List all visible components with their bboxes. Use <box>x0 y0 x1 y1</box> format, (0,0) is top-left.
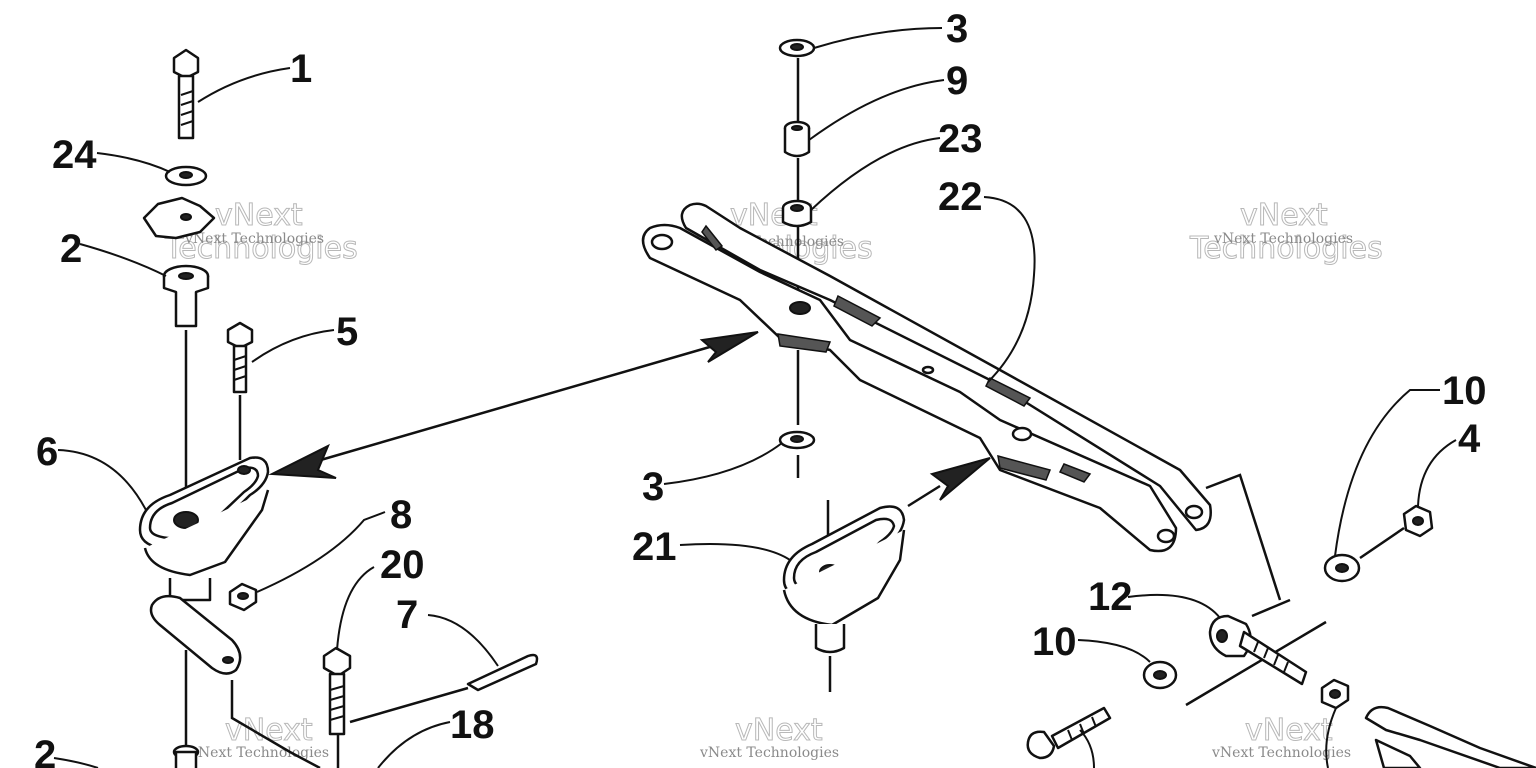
callout-number: 3 <box>946 7 968 51</box>
callout-number: 1 <box>290 47 312 91</box>
direction-arrow <box>268 331 759 479</box>
callout-number: 23 <box>938 117 983 161</box>
watermark-word: vNext <box>1240 198 1328 233</box>
pivot-plate-part-6 <box>138 456 270 675</box>
watermark-text: vNext Technologies <box>189 745 329 761</box>
bushing-part-2 <box>162 264 210 328</box>
callout-number: 12 <box>1088 575 1133 619</box>
callout-number: 5 <box>336 310 358 354</box>
callout-number: 3 <box>642 465 664 509</box>
nut-part-4 <box>1402 504 1434 538</box>
bolt-part-5 <box>226 321 254 460</box>
washer-part-24 <box>164 165 208 187</box>
bolt-part-1 <box>172 48 200 140</box>
callout-number: 24 <box>52 133 97 177</box>
direction-arrow <box>907 457 991 508</box>
washer-part-3-top <box>778 38 816 58</box>
watermark-word: vNext <box>735 713 823 748</box>
right-assembly <box>1026 473 1536 768</box>
callout-number: 6 <box>36 430 58 474</box>
callout-number: 7 <box>396 593 418 637</box>
lock-tab-piece <box>142 196 216 240</box>
callout-number: 10 <box>1442 369 1487 413</box>
washer-part-10-upper <box>1323 553 1361 583</box>
watermark-word: Technologies <box>1189 231 1383 266</box>
nut-part-8 <box>228 582 258 612</box>
callout-number: 2 <box>34 733 56 768</box>
callout-number: 2 <box>60 227 82 271</box>
bolt-part-20 <box>322 646 352 768</box>
left-assembly <box>138 48 321 768</box>
leader-lines <box>53 27 1457 768</box>
watermark-text: vNext Technologies <box>1213 231 1353 247</box>
watermark-word: vNext <box>1245 713 1333 748</box>
callout-number: 22 <box>938 175 983 219</box>
bolt-part-12 <box>1208 614 1308 686</box>
tie-rod-end <box>1364 705 1536 768</box>
watermark-text: vNext Technologies <box>184 231 324 247</box>
callout-labels: 1 24 2 5 6 8 20 7 18 2 3 9 23 22 3 21 10… <box>34 7 1487 768</box>
watermark-text: vNext Technologies <box>699 745 839 761</box>
callout-number: 10 <box>1032 620 1077 664</box>
callout-number: 4 <box>1458 417 1481 461</box>
nut-small <box>1320 678 1350 710</box>
watermark-word: vNext <box>225 713 313 748</box>
bolt-long <box>1026 706 1112 760</box>
pivot-plate-part-21 <box>782 500 906 692</box>
callout-number: 9 <box>946 59 968 103</box>
washer-part-3-bottom <box>778 430 816 450</box>
callout-number: 21 <box>632 525 677 569</box>
callout-number: 8 <box>390 493 412 537</box>
spacer-part-9 <box>783 120 811 158</box>
assembly-axis-line <box>230 680 321 768</box>
callout-number: 20 <box>380 543 425 587</box>
washer-part-10-lower <box>1142 660 1178 690</box>
bushing-part-2-lower <box>172 744 200 768</box>
watermark-text: vNext Technologies <box>1211 745 1351 761</box>
callout-number: 18 <box>450 703 495 747</box>
center-stack <box>778 38 816 478</box>
cotter-pin-part-7 <box>349 653 539 724</box>
swing-arm-part-22 <box>641 202 1212 553</box>
watermark-word: Technologies <box>164 231 358 266</box>
watermark-word: vNext <box>215 198 303 233</box>
bushing-part-23 <box>781 199 813 228</box>
